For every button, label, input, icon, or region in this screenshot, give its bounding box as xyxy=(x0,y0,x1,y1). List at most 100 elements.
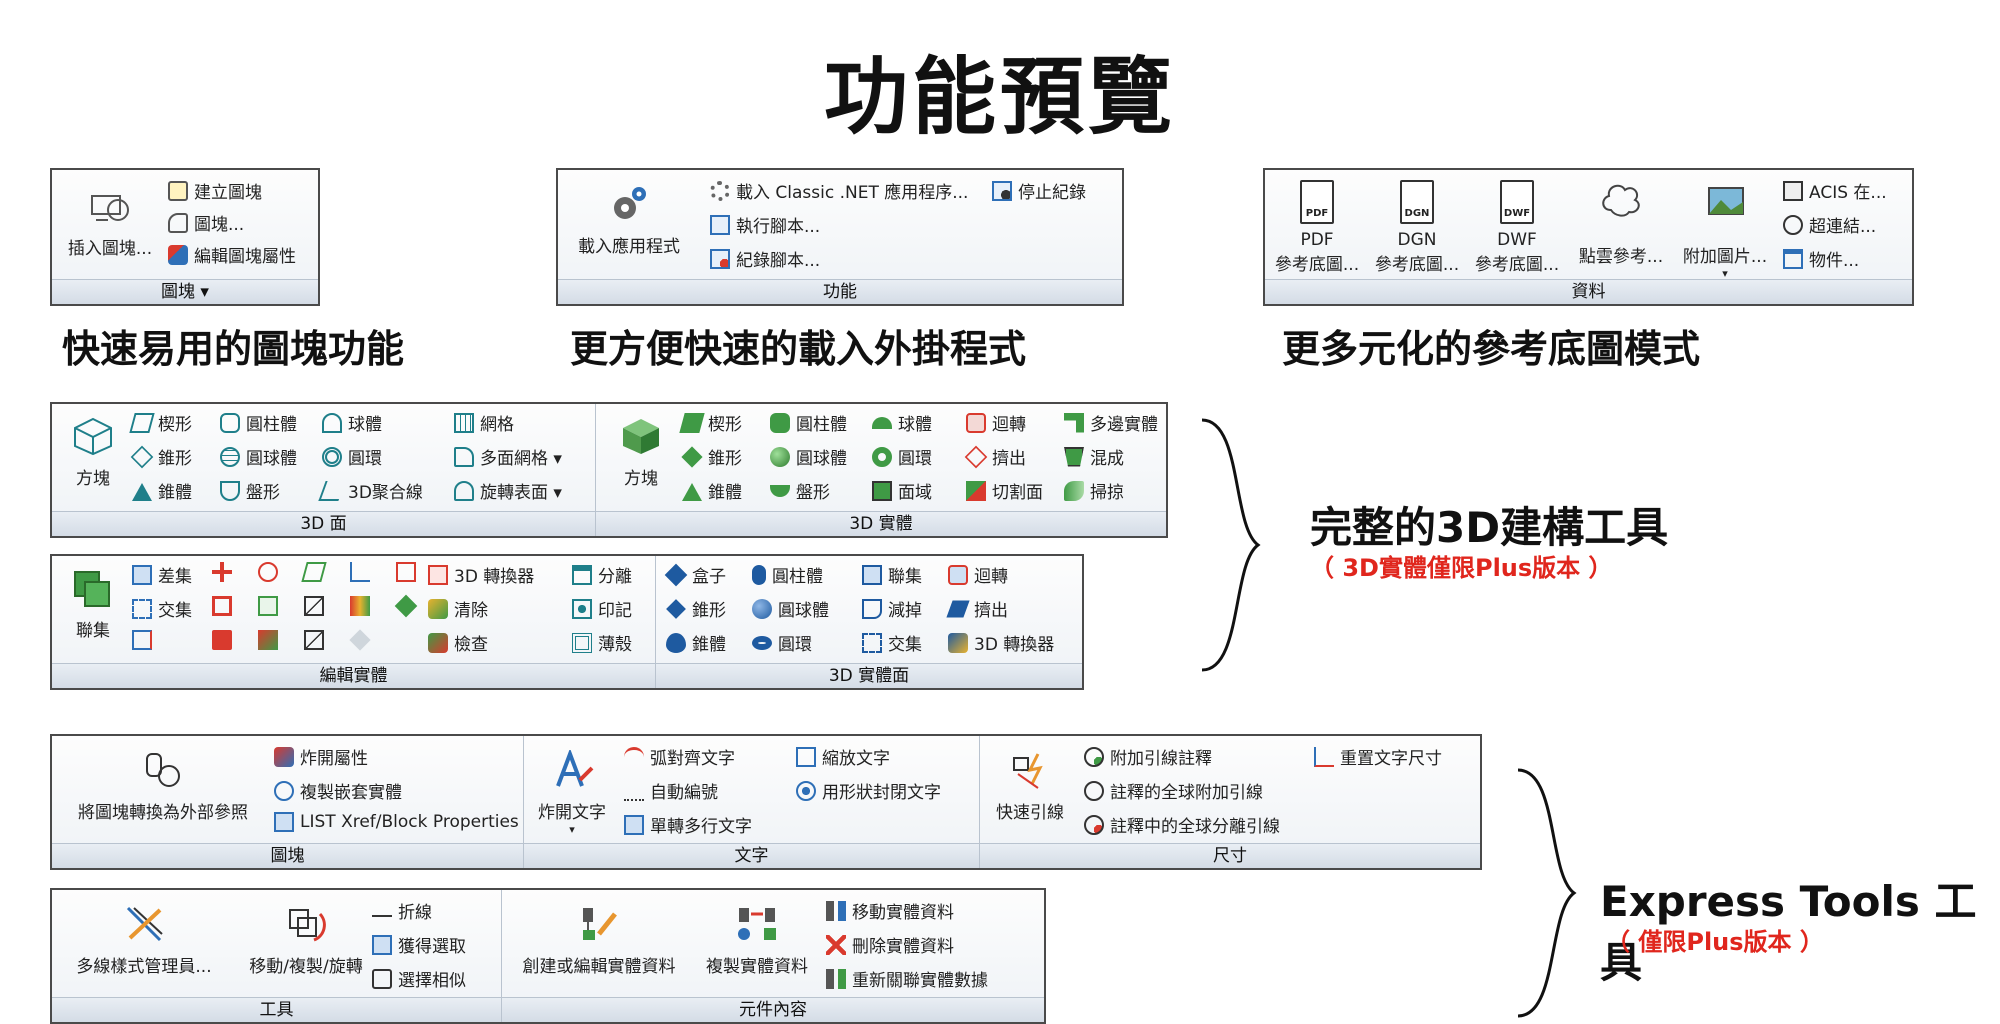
load-dotnet-button[interactable]: 載入 Classic .NET 應用程序... xyxy=(710,178,968,203)
slice-button[interactable]: 切割面 xyxy=(966,478,1043,503)
list-xref-button[interactable]: LIST Xref/Block Properties xyxy=(274,812,519,832)
dwf-underlay-button[interactable]: DWF DWF 參考底圖... xyxy=(1469,180,1565,275)
stop-record-button[interactable]: 停止紀錄 xyxy=(992,178,1086,203)
auto-number-button[interactable]: 自動編號 xyxy=(624,778,718,803)
attach-image-button[interactable]: 附加圖片... ▾ xyxy=(1675,180,1775,280)
sf-sphere-button[interactable]: 圓球體 xyxy=(752,596,829,621)
face-copy-tool[interactable] xyxy=(396,562,422,582)
face-box-button[interactable]: 方塊 xyxy=(58,416,128,489)
face-move-tool[interactable] xyxy=(258,596,284,616)
polysolid-button[interactable]: 多邊實體 xyxy=(1064,410,1158,435)
global-detach-leader-button[interactable]: 註釋中的全球分離引線 xyxy=(1084,812,1280,837)
face-taper-tool[interactable] xyxy=(301,562,330,582)
breakline-button[interactable]: 折線 xyxy=(372,898,432,923)
point-cloud-button[interactable]: 點雲參考... xyxy=(1571,180,1671,267)
solid-dome-button[interactable]: 球體 xyxy=(872,410,932,435)
block-dialog-button[interactable]: 圖塊... xyxy=(168,210,244,235)
face-paint-tool[interactable] xyxy=(258,630,284,650)
edge-chamfer-tool[interactable] xyxy=(304,630,330,650)
separate-button[interactable]: 分離 xyxy=(572,562,632,587)
create-block-button[interactable]: 建立圖塊 xyxy=(168,178,262,203)
select-similar-button[interactable]: 選擇相似 xyxy=(372,966,466,991)
hyperlink-button[interactable]: 超連結... xyxy=(1783,212,1876,237)
revolved-surface-button[interactable]: 旋轉表面 ▾ xyxy=(454,478,562,503)
clean-button[interactable]: 清除 xyxy=(428,596,488,621)
sf-pyramid-button[interactable]: 錐體 xyxy=(666,630,726,655)
shell-button[interactable]: 薄殼 xyxy=(572,630,632,655)
solid-cylinder-button[interactable]: 圓柱體 xyxy=(770,410,847,435)
face-color-tool[interactable] xyxy=(350,596,376,616)
edit-block-attr-button[interactable]: 編輯圖塊屬性 xyxy=(168,242,296,267)
imprint-button[interactable]: 印記 xyxy=(572,596,632,621)
insert-block-button[interactable]: 插入圖塊... xyxy=(60,186,160,259)
face-highlight-tool[interactable] xyxy=(349,629,376,651)
mline-style-button[interactable]: 多線樣式管理員... xyxy=(56,904,232,977)
block-to-xref-button[interactable]: 將圖塊轉換為外部參照 xyxy=(60,750,266,823)
sf-intersect-button[interactable]: 交集 xyxy=(862,630,922,655)
block-group-label[interactable]: 圖塊 ▾ xyxy=(52,279,318,304)
arc-text-button[interactable]: 弧對齊文字 xyxy=(624,744,735,769)
face-offset-tool[interactable] xyxy=(350,562,376,582)
sf-cylinder-button[interactable]: 圓柱體 xyxy=(752,562,823,587)
shell-preview-tool[interactable] xyxy=(394,594,422,618)
face-delete-tool[interactable] xyxy=(212,596,238,616)
face-sphere-button[interactable]: 圓球體 xyxy=(220,444,297,469)
edge-fillet-tool[interactable] xyxy=(304,596,330,616)
copy-entity-data-button[interactable]: 複製實體資料 xyxy=(692,904,822,977)
pdf-underlay-button[interactable]: PDF PDF 參考底圖... xyxy=(1269,180,1365,275)
scale-text-button[interactable]: 縮放文字 xyxy=(796,744,890,769)
explode-attr-button[interactable]: 炸開屬性 xyxy=(274,744,368,769)
sf-torus-button[interactable]: 圓環 xyxy=(752,630,812,655)
union-button[interactable]: 聯集 xyxy=(58,568,128,641)
sf-extrude-button[interactable]: 擠出 xyxy=(946,596,1008,621)
record-script-button[interactable]: 紀錄腳本... xyxy=(710,246,820,271)
face-rotate-tool[interactable] xyxy=(258,562,284,582)
global-attach-leader-button[interactable]: 註釋的全球附加引線 xyxy=(1084,778,1263,803)
quick-leader-button[interactable]: 快速引線 xyxy=(984,750,1076,823)
solid-wedge-button[interactable]: 楔形 xyxy=(679,410,742,435)
acis-in-button[interactable]: ACIS 在... xyxy=(1783,178,1887,203)
3d-polyline-button[interactable]: 3D聚合線 xyxy=(318,478,423,503)
solid-dish-button[interactable]: 盤形 xyxy=(770,478,830,503)
copy-nested-button[interactable]: 複製嵌套實體 xyxy=(274,778,402,803)
face-cylinder-button[interactable]: 圓柱體 xyxy=(220,410,297,435)
revolve-button[interactable]: 迴轉 xyxy=(966,410,1026,435)
relink-entity-data-button[interactable]: 重新關聯實體數據 xyxy=(826,966,988,991)
dgn-underlay-button[interactable]: DGN DGN 參考底圖... xyxy=(1369,180,1465,275)
reset-text-size-button[interactable]: 重置文字尺寸 xyxy=(1314,744,1442,769)
extrude-button[interactable]: 擠出 xyxy=(964,444,1026,469)
3d-transformer-button[interactable]: 3D 轉換器 xyxy=(428,562,534,587)
sf-subtract-button[interactable]: 減掉 xyxy=(862,596,922,621)
interfere-button[interactable] xyxy=(132,630,158,650)
get-selection-button[interactable]: 獲得選取 xyxy=(372,932,466,957)
polyface-mesh-button[interactable]: 多面網格 ▾ xyxy=(454,444,562,469)
create-edit-entity-data-button[interactable]: 創建或編輯實體資料 xyxy=(506,904,692,977)
sf-transformer-button[interactable]: 3D 轉換器 xyxy=(948,630,1054,655)
solid-sphere-button[interactable]: 圓球體 xyxy=(770,444,847,469)
subtract-button[interactable]: 差集 xyxy=(132,562,192,587)
sf-revolve-button[interactable]: 迴轉 xyxy=(948,562,1008,587)
solid-cone-button[interactable]: 錐形 xyxy=(681,444,742,469)
check-button[interactable]: 檢查 xyxy=(428,630,488,655)
load-app-button[interactable]: 載入應用程式 xyxy=(564,184,694,257)
move-entity-data-button[interactable]: 移動實體資料 xyxy=(826,898,954,923)
region-button[interactable]: 面域 xyxy=(872,478,932,503)
face-cone-button[interactable]: 錐形 xyxy=(130,444,192,469)
sf-union-button[interactable]: 聯集 xyxy=(862,562,922,587)
edge-tool-1[interactable] xyxy=(212,562,238,582)
face-dish-button[interactable]: 盤形 xyxy=(220,478,280,503)
mesh-button[interactable]: 網格 xyxy=(454,410,514,435)
face-dome-button[interactable]: 球體 xyxy=(322,410,382,435)
object-button[interactable]: 物件... xyxy=(1783,246,1859,271)
edge-color-tool[interactable] xyxy=(212,630,238,650)
sf-cone-button[interactable]: 錐形 xyxy=(666,596,726,621)
face-torus-button[interactable]: 圓環 xyxy=(322,444,382,469)
solid-box-button[interactable]: 方塊 xyxy=(606,416,676,489)
explode-text-button[interactable]: 炸開文字 ▾ xyxy=(528,750,616,836)
attach-leader-button[interactable]: 附加引線註釋 xyxy=(1084,744,1212,769)
move-copy-rotate-button[interactable]: 移動/複製/旋轉 xyxy=(232,904,380,977)
delete-entity-data-button[interactable]: 刪除實體資料 xyxy=(826,932,954,957)
face-wedge-button[interactable]: 楔形 xyxy=(129,410,192,435)
face-pyramid-button[interactable]: 錐體 xyxy=(132,478,192,503)
solid-torus-button[interactable]: 圓環 xyxy=(872,444,932,469)
